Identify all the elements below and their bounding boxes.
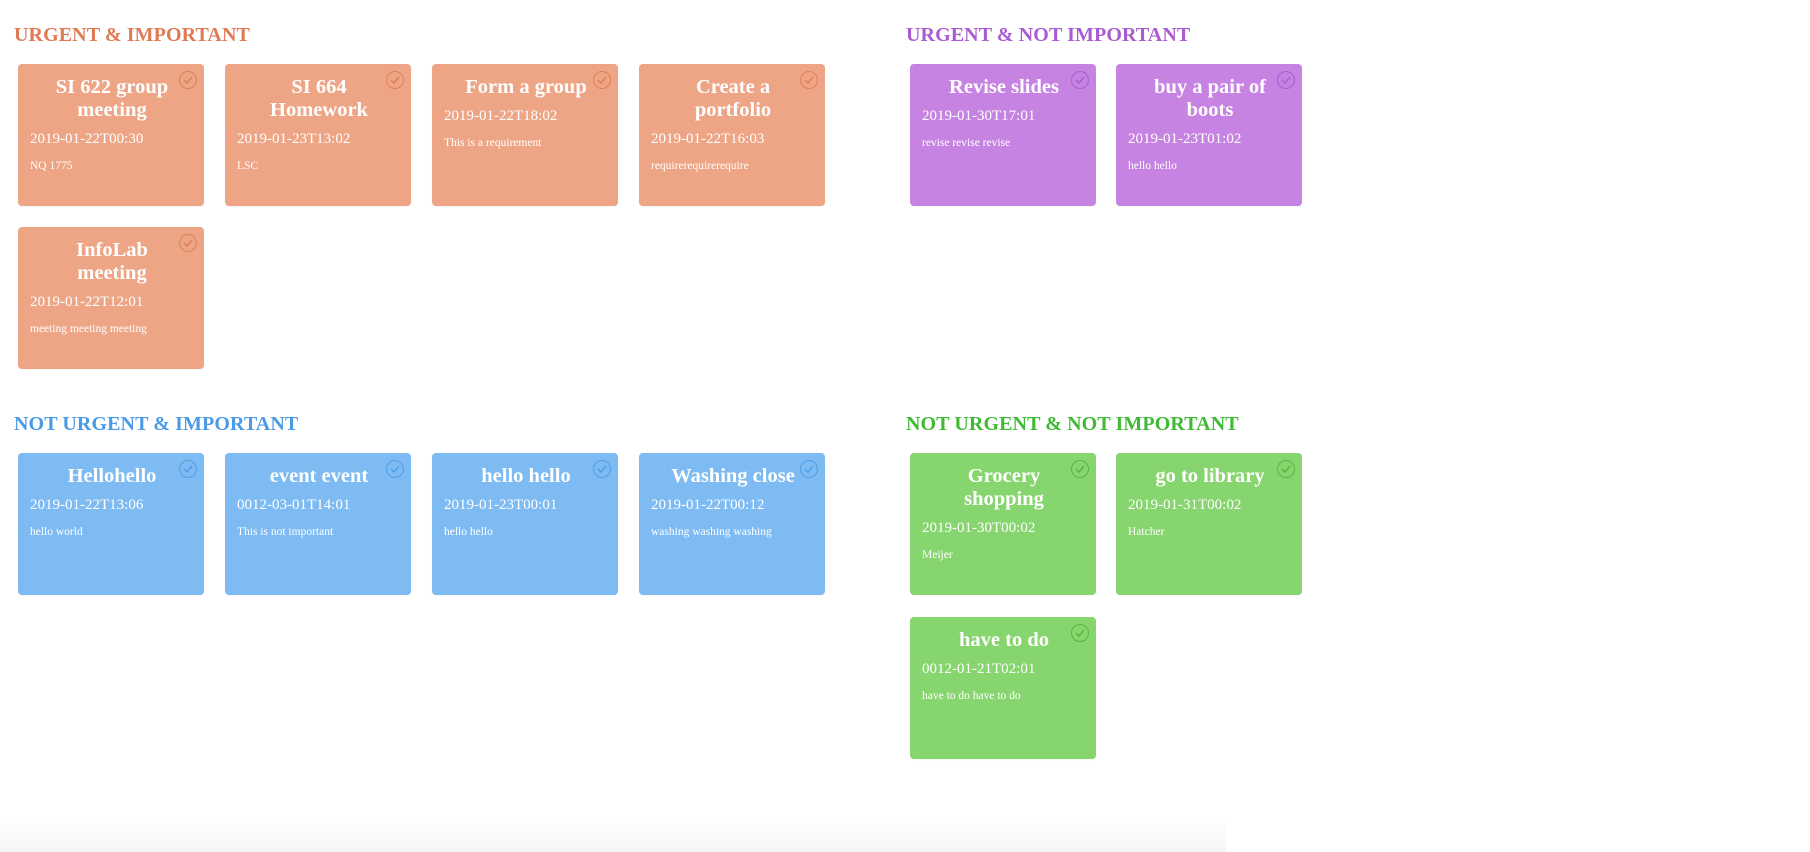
- complete-check-icon[interactable]: [386, 460, 404, 478]
- task-date: 2019-01-22T12:01: [30, 294, 144, 310]
- task-title: Create a portfolio: [694, 76, 772, 121]
- task-note: This is a requirement: [444, 137, 542, 149]
- task-title: Hellohello: [67, 465, 157, 487]
- task-card[interactable]: go to library 2019-01-31T00:02 Hatcher: [1116, 453, 1302, 595]
- complete-check-icon[interactable]: [179, 460, 197, 478]
- task-title: hello hello: [481, 465, 571, 487]
- complete-check-icon[interactable]: [800, 460, 818, 478]
- task-date: 2019-01-22T00:12: [651, 497, 765, 513]
- task-note: washing washing washing: [651, 526, 772, 538]
- task-date: 2019-01-22T13:06: [30, 497, 144, 513]
- task-title: have to do: [959, 629, 1049, 651]
- task-title: Grocery shopping: [964, 465, 1044, 510]
- task-note: revise revise revise: [922, 137, 1011, 149]
- task-note: meeting meeting meeting: [30, 323, 147, 335]
- task-date: 2019-01-22T18:02: [444, 108, 558, 124]
- page-bottom-fade: [0, 816, 1226, 852]
- task-date: 2019-01-31T00:02: [1128, 497, 1242, 513]
- task-card[interactable]: Revise slides 2019-01-30T17:01 revise re…: [910, 64, 1096, 206]
- task-date: 0012-03-01T14:01: [237, 497, 351, 513]
- task-card[interactable]: Washing close 2019-01-22T00:12 washing w…: [639, 453, 825, 595]
- complete-check-icon[interactable]: [1071, 624, 1089, 642]
- complete-check-icon[interactable]: [593, 71, 611, 89]
- task-date: 2019-01-22T16:03: [651, 131, 765, 147]
- task-card[interactable]: Hellohello 2019-01-22T13:06 hello world: [18, 453, 204, 595]
- task-note: requirerequirerequire: [651, 160, 749, 172]
- quadrant-title: NOT URGENT & IMPORTANT: [14, 413, 299, 435]
- task-title: Washing close: [671, 465, 795, 487]
- complete-check-icon[interactable]: [179, 234, 197, 252]
- complete-check-icon[interactable]: [1071, 71, 1089, 89]
- task-card[interactable]: InfoLab meeting 2019-01-22T12:01 meeting…: [18, 227, 204, 369]
- complete-check-icon[interactable]: [593, 460, 611, 478]
- task-date: 2019-01-30T00:02: [922, 520, 1036, 536]
- task-date: 0012-01-21T02:01: [922, 661, 1036, 677]
- task-title: Revise slides: [949, 76, 1059, 98]
- task-date: 2019-01-23T13:02: [237, 131, 351, 147]
- task-note: Meijer: [922, 549, 953, 561]
- complete-check-icon[interactable]: [386, 71, 404, 89]
- complete-check-icon[interactable]: [800, 71, 818, 89]
- complete-check-icon[interactable]: [1277, 71, 1295, 89]
- quadrant-not-urgent-not-important: NOT URGENT & NOT IMPORTANT Grocery shopp…: [906, 413, 1302, 773]
- task-note: Hatcher: [1128, 526, 1165, 538]
- task-title: event event: [269, 465, 369, 487]
- task-card[interactable]: SI 622 group meeting 2019-01-22T00:30 NQ…: [18, 64, 204, 206]
- task-note: hello hello: [1128, 160, 1177, 172]
- task-title: buy a pair of boots: [1154, 76, 1266, 121]
- task-note: LSC: [237, 160, 259, 172]
- quadrant-title: URGENT & IMPORTANT: [14, 24, 250, 46]
- complete-check-icon[interactable]: [1277, 460, 1295, 478]
- quadrant-title: NOT URGENT & NOT IMPORTANT: [906, 413, 1239, 435]
- quadrant-title: URGENT & NOT IMPORTANT: [906, 24, 1191, 46]
- task-date: 2019-01-22T00:30: [30, 131, 144, 147]
- task-card[interactable]: Grocery shopping 2019-01-30T00:02 Meijer: [910, 453, 1096, 595]
- task-card[interactable]: buy a pair of boots 2019-01-23T01:02 hel…: [1116, 64, 1302, 206]
- task-card[interactable]: have to do 0012-01-21T02:01 have to do h…: [910, 617, 1096, 759]
- task-date: 2019-01-23T01:02: [1128, 131, 1242, 147]
- task-note: NQ 1775: [30, 160, 73, 172]
- task-note: hello hello: [444, 526, 493, 538]
- task-card[interactable]: event event 0012-03-01T14:01 This is not…: [225, 453, 411, 595]
- task-date: 2019-01-23T00:01: [444, 497, 558, 513]
- task-note: This is not important: [237, 526, 334, 538]
- task-note: hello world: [30, 526, 83, 538]
- task-card[interactable]: hello hello 2019-01-23T00:01 hello hello: [432, 453, 618, 595]
- task-card[interactable]: Form a group 2019-01-22T18:02 This is a …: [432, 64, 618, 206]
- task-title: SI 664 Homework: [270, 76, 368, 121]
- complete-check-icon[interactable]: [179, 71, 197, 89]
- quadrant-urgent-not-important: URGENT & NOT IMPORTANT Revise slides 201…: [906, 24, 1302, 214]
- task-note: have to do have to do: [922, 690, 1021, 702]
- task-card[interactable]: Create a portfolio 2019-01-22T16:03 requ…: [639, 64, 825, 206]
- task-title: go to library: [1155, 465, 1265, 487]
- task-card[interactable]: SI 664 Homework 2019-01-23T13:02 LSC: [225, 64, 411, 206]
- task-title: SI 622 group meeting: [55, 76, 169, 121]
- task-title: Form a group: [465, 76, 587, 98]
- task-title: InfoLab meeting: [76, 239, 148, 284]
- complete-check-icon[interactable]: [1071, 460, 1089, 478]
- task-date: 2019-01-30T17:01: [922, 108, 1036, 124]
